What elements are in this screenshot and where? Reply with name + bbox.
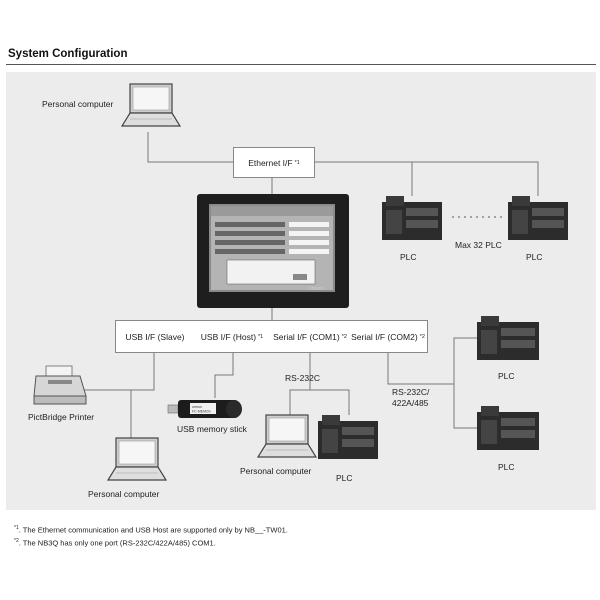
laptop-icon-bottom-mid [256, 414, 318, 458]
footnote-1-mark: *1 [14, 525, 19, 531]
footnote-1-text: . The Ethernet communication and USB Hos… [18, 525, 288, 535]
plc-com1-label: PLC [336, 473, 353, 483]
ethernet-interface-box: Ethernet I/F*1 [233, 147, 315, 178]
pc-bottom-left-label: Personal computer [88, 489, 160, 499]
usb-stick-icon: omron FC-MEM2G [167, 400, 242, 418]
title-divider [6, 64, 596, 65]
rs232-485-link-label-line2: 422A/485 [392, 398, 429, 408]
plc-icon-com2-top [477, 316, 539, 360]
hmi-brand: omron [309, 286, 323, 292]
stick-label-line1: omron [192, 405, 202, 409]
plc-icon-ethernet-left [382, 196, 442, 240]
hmi-touchscreen-icon: omron [197, 194, 349, 308]
footnote-1: *1. The Ethernet communication and USB H… [14, 523, 288, 536]
pc-top-label: Personal computer [42, 99, 114, 109]
usb-stick-label: USB memory stick [177, 424, 247, 434]
printer-icon [33, 365, 87, 405]
rs232-485-link-label-line1: RS-232C/ [392, 387, 430, 397]
serial-com1-note-mark: *2 [341, 333, 347, 340]
stick-label-line2: FC-MEM2G [192, 410, 211, 414]
max-plc-label: Max 32 PLC [455, 240, 502, 250]
wire-usb-host-stick [214, 352, 234, 398]
usb-host-note-mark: *1 [258, 333, 264, 340]
plc-com2-bottom-label: PLC [498, 462, 515, 472]
footnote-2: *2. The NB3Q has only one port (RS-232C/… [14, 536, 288, 549]
usb-host-label: USB I/F (Host) [200, 331, 257, 342]
footnotes: *1. The Ethernet communication and USB H… [14, 523, 288, 548]
wire-com2-plc-bus [453, 337, 477, 429]
rs232-link-label: RS-232C [285, 373, 320, 383]
laptop-icon-top [120, 83, 182, 127]
serial-com2-label: Serial I/F (COM2) [351, 331, 418, 342]
ethernet-note-mark: *1 [294, 159, 300, 166]
footnote-2-mark: *2 [14, 537, 19, 544]
plc-icon-com1 [318, 415, 378, 459]
ethernet-label: Ethernet I/F [248, 157, 293, 168]
plc-eth-right-label: PLC [526, 252, 543, 262]
footnote-2-text: . The NB3Q has only one port (RS-232C/42… [18, 538, 216, 547]
plc-com2-top-label: PLC [498, 371, 515, 381]
pc-bottom-mid-label: Personal computer [240, 466, 312, 476]
wire-com2 [387, 352, 454, 385]
wire-pc-ethernet [147, 132, 233, 163]
wire-com1-split [289, 389, 350, 415]
serial-com2-note-mark: *2 [419, 333, 425, 340]
plc-eth-left-label: PLC [400, 252, 417, 262]
wire-ethernet-plc-bus [313, 161, 539, 196]
printer-label: PictBridge Printer [28, 412, 95, 422]
serial-com1-interface-box: Serial I/F (COM1)*2 [271, 320, 350, 353]
serial-com2-interface-box: Serial I/F (COM2)*2 [349, 320, 428, 353]
usb-slave-label: USB I/F (Slave) [125, 331, 185, 342]
page-title: System Configuration [8, 48, 128, 60]
laptop-icon-bottom-left [106, 437, 168, 481]
usb-slave-interface-box: USB I/F (Slave) [115, 320, 195, 353]
usb-host-interface-box: USB I/F (Host)*1 [193, 320, 272, 353]
serial-com1-label: Serial I/F (COM1) [273, 331, 340, 342]
plc-icon-com2-bottom [477, 406, 539, 450]
plc-icon-ethernet-right [508, 196, 568, 240]
